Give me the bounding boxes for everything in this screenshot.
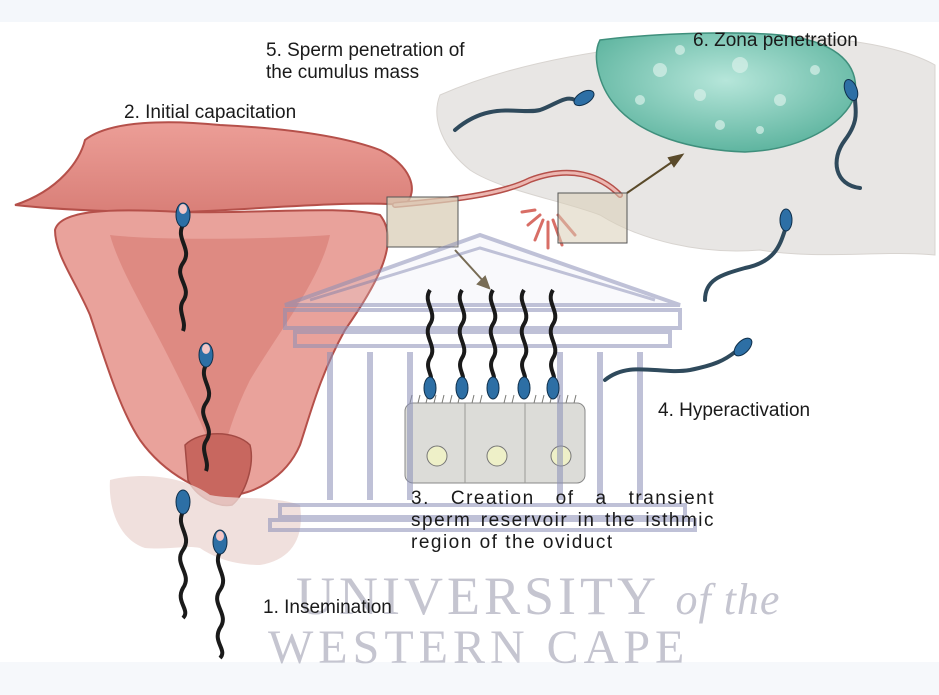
label-initial-capacitation: 2. Initial capacitation xyxy=(124,102,296,124)
ampulla-inset-box xyxy=(558,193,627,243)
watermark-line2: WESTERN CAPE xyxy=(268,620,689,675)
top-band xyxy=(0,0,939,22)
label-cumulus-penetration-line2: the cumulus mass xyxy=(266,62,419,84)
watermark-of-the: of the xyxy=(675,575,780,624)
label-zona-penetration: 6. Zona penetration xyxy=(693,30,858,52)
label-sperm-reservoir: 3. Creation of a transient sperm reservo… xyxy=(411,488,715,554)
label-hyperactivation: 4. Hyperactivation xyxy=(658,400,810,422)
oviduct-inset-box xyxy=(387,197,458,247)
label-cumulus-penetration-line1: 5. Sperm penetration of xyxy=(266,40,465,62)
label-insemination: 1. Insemination xyxy=(263,597,392,619)
watermark-western-cape: WESTERN CAPE xyxy=(268,621,689,674)
